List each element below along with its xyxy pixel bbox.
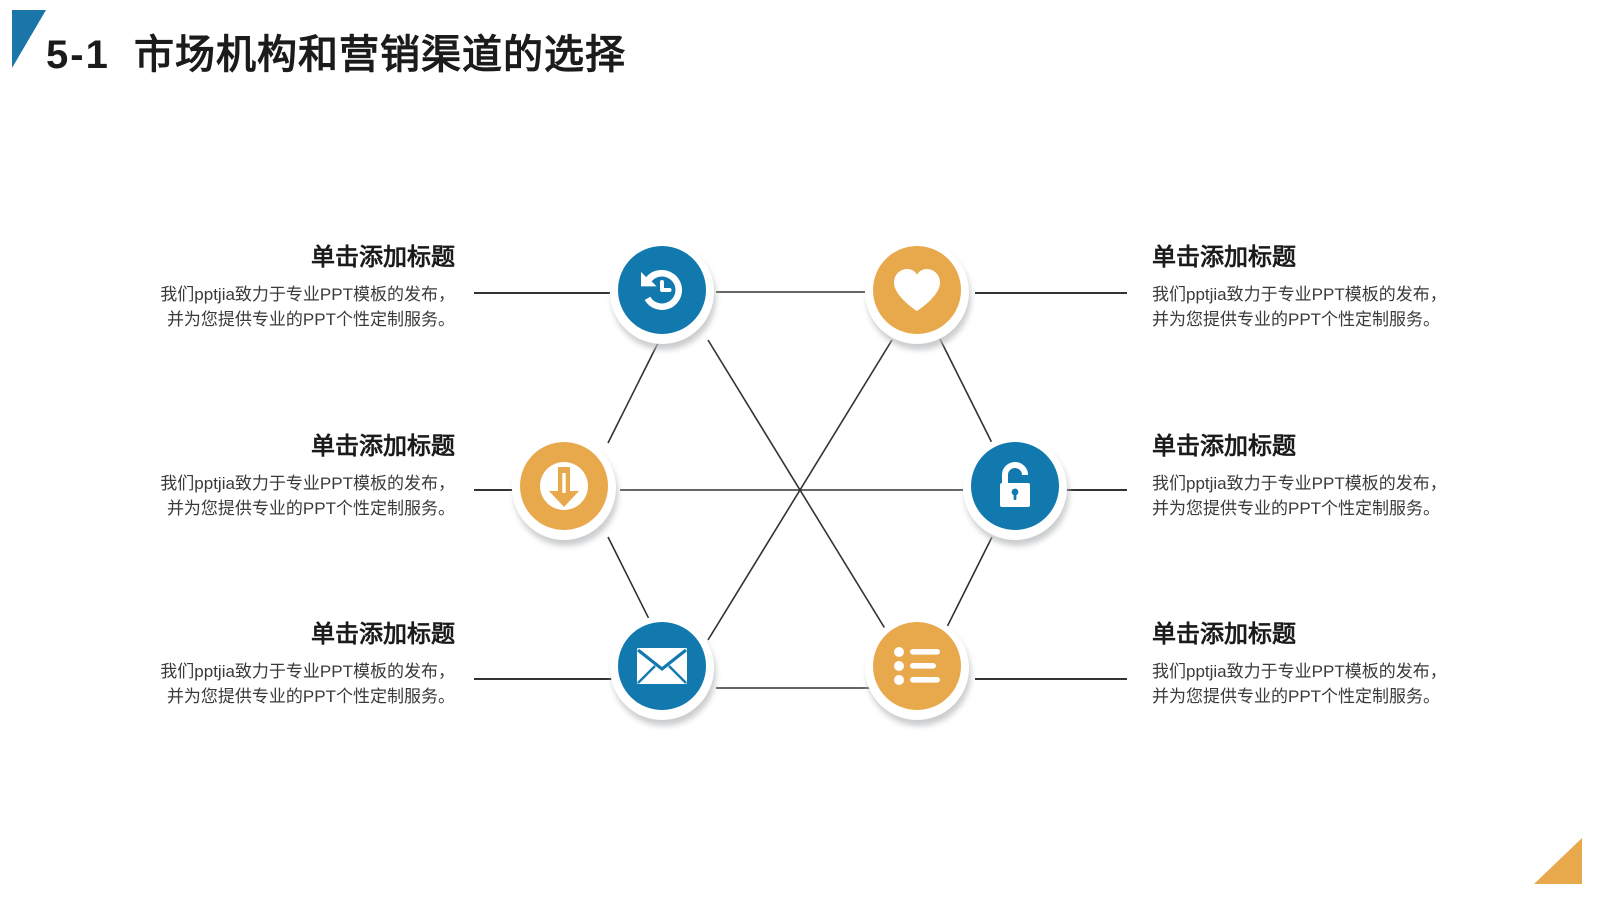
hexagon-diagram [440, 200, 1160, 780]
page-title-text: 市场机构和营销渠道的选择 [134, 33, 627, 77]
item-body-bottom-right: 我们pptjia致力于专业PPT模板的发布， 并为您提供专业的PPT个性定制服务… [1152, 662, 1447, 706]
envelope-icon [637, 648, 687, 684]
item-body-bottom-left: 我们pptjia致力于专业PPT模板的发布， 并为您提供专业的PPT个性定制服务… [160, 662, 455, 706]
item-body-top-left: 我们pptjia致力于专业PPT模板的发布， 并为您提供专业的PPT个性定制服务… [160, 285, 455, 329]
connector-right-middle [1062, 489, 1127, 491]
text-block-top-right: 单击添加标题 我们pptjia致力于专业PPT模板的发布， 并为您提供专业的PP… [1152, 243, 1552, 332]
top-left-triangle-decoration [12, 10, 46, 68]
line-upper-right [937, 334, 993, 444]
item-title-bottom-right: 单击添加标题 [1152, 621, 1296, 648]
item-body-top-right: 我们pptjia致力于专业PPT模板的发布， 并为您提供专业的PPT个性定制服务… [1152, 285, 1447, 329]
node-top-right[interactable] [865, 240, 971, 350]
download-arrow-icon [540, 462, 588, 510]
text-block-bottom-left: 单击添加标题 我们pptjia致力于专业PPT模板的发布， 并为您提供专业的PP… [55, 620, 455, 709]
item-body-middle-right: 我们pptjia致力于专业PPT模板的发布， 并为您提供专业的PPT个性定制服务… [1152, 474, 1447, 518]
heart-icon [894, 269, 940, 311]
node-bottom-left[interactable] [610, 616, 716, 726]
text-block-top-left: 单击添加标题 我们pptjia致力于专业PPT模板的发布， 并为您提供专业的PP… [55, 243, 455, 332]
node-disc [618, 246, 706, 334]
text-block-middle-left: 单击添加标题 我们pptjia致力于专业PPT模板的发布， 并为您提供专业的PP… [55, 432, 455, 521]
bottom-right-triangle-decoration [1534, 838, 1582, 884]
connector-left-middle [474, 489, 540, 491]
item-title-middle-right: 单击添加标题 [1152, 433, 1296, 460]
text-block-middle-right: 单击添加标题 我们pptjia致力于专业PPT模板的发布， 并为您提供专业的PP… [1152, 432, 1552, 521]
node-disc [873, 246, 961, 334]
connector-right-top [975, 292, 1127, 294]
connector-left-bottom [474, 678, 624, 680]
bulleted-list-icon [894, 647, 940, 685]
lock-icon [1000, 462, 1030, 507]
page-title: 5-1 市场机构和营销渠道的选择 [46, 22, 626, 80]
node-disc [873, 622, 961, 710]
connector-right-bottom [975, 678, 1127, 680]
item-body-middle-left: 我们pptjia致力于专业PPT模板的发布， 并为您提供专业的PPT个性定制服务… [160, 474, 455, 518]
node-top-left[interactable] [610, 240, 716, 350]
item-title-top-right: 单击添加标题 [1152, 244, 1296, 271]
node-middle-right[interactable] [963, 436, 1069, 546]
node-disc [618, 622, 706, 710]
node-disc [520, 442, 608, 530]
text-block-bottom-right: 单击添加标题 我们pptjia致力于专业PPT模板的发布， 并为您提供专业的PP… [1152, 620, 1552, 709]
diagram-connector-lines [607, 291, 993, 689]
item-title-bottom-left: 单击添加标题 [311, 621, 455, 648]
history-clock-icon [641, 269, 683, 310]
page-title-number: 5-1 [46, 33, 110, 77]
node-disc [971, 442, 1059, 530]
connector-left-top [474, 292, 624, 294]
item-title-middle-left: 单击添加标题 [311, 433, 455, 460]
node-bottom-right[interactable] [865, 616, 971, 726]
line-upper-left [607, 334, 663, 444]
line-diagonal-heart-to-mail [707, 339, 893, 641]
node-middle-left[interactable] [512, 436, 618, 546]
item-title-top-left: 单击添加标题 [311, 244, 455, 271]
